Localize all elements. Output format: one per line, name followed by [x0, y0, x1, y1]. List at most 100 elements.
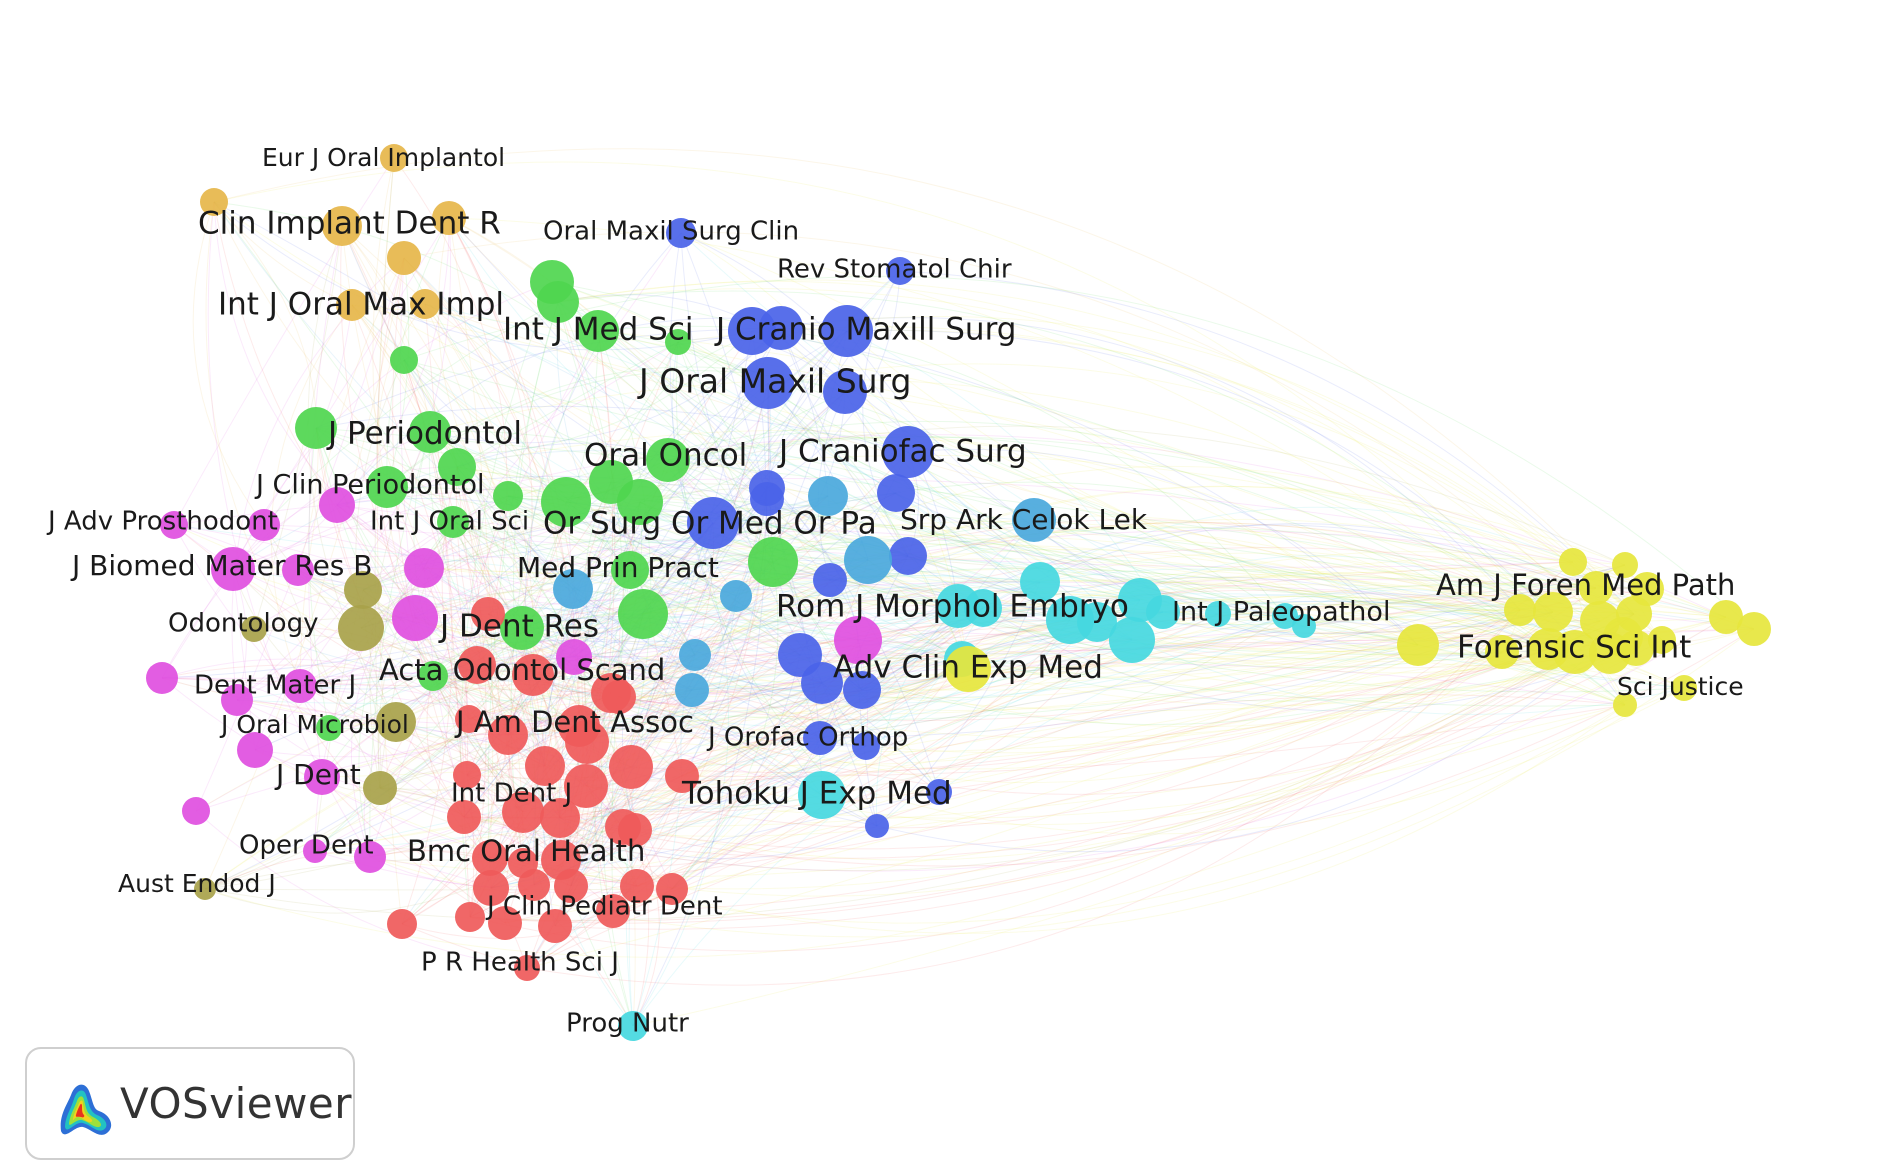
- journal-node[interactable]: [160, 511, 188, 539]
- journal-label[interactable]: Srp Ark Celok Lek: [900, 503, 1148, 536]
- journal-node[interactable]: [1737, 612, 1771, 646]
- journal-label[interactable]: Rev Stomatol Chir: [777, 255, 1012, 285]
- journal-node[interactable]: [1020, 562, 1060, 602]
- journal-node[interactable]: [679, 639, 711, 671]
- journal-label[interactable]: P R Health Sci J: [421, 948, 619, 978]
- journal-node[interactable]: [316, 715, 342, 741]
- journal-node[interactable]: [1146, 595, 1180, 629]
- journal-label[interactable]: Med Prin Pract: [517, 551, 719, 584]
- journal-node[interactable]: [665, 329, 691, 355]
- journal-node[interactable]: [538, 909, 572, 943]
- journal-node[interactable]: [537, 281, 579, 323]
- journal-label[interactable]: Rom J Morphol Embryo: [776, 589, 1129, 625]
- journal-node[interactable]: [675, 673, 709, 707]
- journal-node[interactable]: [502, 791, 544, 833]
- journal-label[interactable]: J Oral Maxil Surg: [637, 362, 912, 401]
- journal-label[interactable]: Oper Dent: [239, 831, 374, 861]
- journal-label[interactable]: Oral Oncol: [584, 438, 747, 474]
- journal-node[interactable]: [808, 476, 848, 516]
- journal-label[interactable]: J Adv Prosthodont: [46, 507, 278, 537]
- journal-label[interactable]: J Cranio Maxill Surg: [714, 312, 1016, 348]
- journal-node[interactable]: [1709, 600, 1743, 634]
- journal-label[interactable]: Eur J Oral Implantol: [262, 143, 505, 172]
- journal-node[interactable]: [609, 745, 653, 789]
- journal-label[interactable]: J Am Dent Assoc: [454, 705, 694, 739]
- journal-label[interactable]: J Oral Microbiol: [219, 710, 409, 739]
- journal-node[interactable]: [387, 241, 421, 275]
- journal-node[interactable]: [1579, 571, 1613, 605]
- journal-node[interactable]: [380, 144, 408, 172]
- journal-node[interactable]: [1292, 614, 1316, 638]
- journal-node[interactable]: [803, 721, 837, 755]
- journal-node[interactable]: [410, 289, 440, 319]
- journal-node[interactable]: [687, 497, 739, 549]
- journal-node[interactable]: [1504, 594, 1536, 626]
- journal-node[interactable]: [211, 547, 255, 591]
- journal-node[interactable]: [387, 909, 417, 939]
- journal-node[interactable]: [518, 869, 550, 901]
- journal-node[interactable]: [241, 616, 267, 642]
- journal-node[interactable]: [541, 477, 591, 527]
- journal-node[interactable]: [882, 426, 934, 478]
- journal-node[interactable]: [447, 800, 481, 834]
- journal-node[interactable]: [665, 759, 699, 793]
- journal-label[interactable]: Am J Foren Med Path: [1436, 568, 1735, 602]
- journal-node[interactable]: [1272, 603, 1298, 629]
- journal-node[interactable]: [564, 764, 608, 808]
- journal-node[interactable]: [618, 589, 668, 639]
- journal-node[interactable]: [656, 873, 688, 905]
- journal-label[interactable]: Odontology: [168, 609, 318, 639]
- journal-node[interactable]: [596, 894, 630, 928]
- journal-node[interactable]: [338, 605, 384, 651]
- journal-node[interactable]: [1612, 552, 1638, 578]
- journal-node[interactable]: [282, 554, 314, 586]
- journal-node[interactable]: [146, 662, 178, 694]
- journal-node[interactable]: [889, 537, 927, 575]
- journal-node[interactable]: [455, 705, 483, 733]
- journal-node[interactable]: [438, 448, 476, 486]
- journal-label[interactable]: Prog Nutr: [566, 1009, 689, 1039]
- journal-node[interactable]: [354, 841, 386, 873]
- journal-node[interactable]: [473, 870, 509, 906]
- journal-node[interactable]: [221, 684, 253, 716]
- journal-node[interactable]: [748, 537, 798, 587]
- journal-node[interactable]: [1205, 601, 1231, 627]
- journal-label[interactable]: Int J Oral Sci: [370, 507, 529, 537]
- journal-node[interactable]: [237, 732, 273, 768]
- journal-node[interactable]: [617, 479, 663, 525]
- journal-node[interactable]: [418, 661, 448, 691]
- journal-node[interactable]: [1077, 602, 1117, 642]
- journal-node[interactable]: [618, 813, 652, 847]
- journal-node[interactable]: [248, 509, 280, 541]
- journal-node[interactable]: [390, 346, 418, 374]
- journal-label[interactable]: Sci Justice: [1617, 672, 1744, 701]
- journal-node[interactable]: [283, 669, 317, 703]
- journal-node[interactable]: [720, 580, 752, 612]
- journal-node[interactable]: [801, 662, 843, 704]
- journal-node[interactable]: [1618, 630, 1654, 666]
- journal-node[interactable]: [303, 839, 327, 863]
- journal-label[interactable]: J Craniofac Surg: [777, 434, 1027, 470]
- journal-node[interactable]: [182, 797, 210, 825]
- journal-node[interactable]: [1109, 617, 1155, 663]
- journal-node[interactable]: [336, 289, 368, 321]
- journal-label[interactable]: Aust Endod J: [118, 869, 276, 898]
- journal-node[interactable]: [611, 551, 649, 589]
- journal-node[interactable]: [1648, 626, 1676, 654]
- journal-node[interactable]: [865, 814, 889, 838]
- journal-node[interactable]: [834, 616, 882, 664]
- journal-node[interactable]: [577, 310, 619, 352]
- journal-label[interactable]: Int J Med Sci: [503, 312, 693, 348]
- journal-node[interactable]: [344, 571, 382, 609]
- journal-node[interactable]: [1613, 693, 1637, 717]
- journal-label[interactable]: Tohoku J Exp Med: [681, 776, 952, 812]
- journal-label[interactable]: J Biomed Mater Res B: [70, 549, 373, 582]
- journal-node[interactable]: [813, 563, 847, 597]
- journal-node[interactable]: [493, 481, 523, 511]
- journal-node[interactable]: [1553, 630, 1597, 674]
- journal-node[interactable]: [666, 218, 696, 248]
- journal-node[interactable]: [514, 955, 540, 981]
- journal-node[interactable]: [945, 646, 991, 692]
- journal-label[interactable]: Int Dent J: [451, 779, 572, 809]
- journal-node[interactable]: [1559, 548, 1587, 576]
